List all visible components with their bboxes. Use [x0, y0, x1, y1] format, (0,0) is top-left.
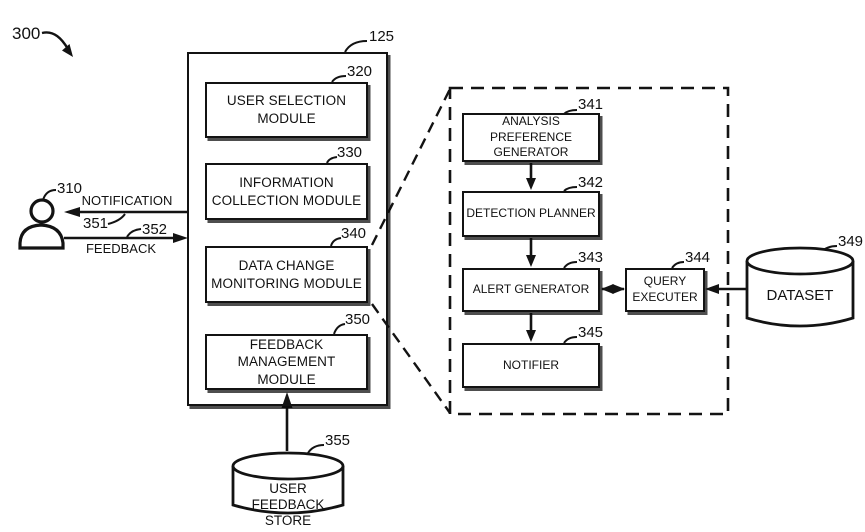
detection-planner-box: DETECTION PLANNER [462, 191, 600, 237]
dataset-to-query-arrow [705, 284, 747, 294]
ref-340: 340 [341, 225, 367, 242]
user-feedback-store-label: USER FEEDBACK STORE [251, 481, 325, 528]
ref-342: 342 [578, 174, 604, 191]
ref-351: 351 [83, 215, 109, 232]
person-icon [18, 198, 65, 250]
ref-320: 320 [347, 63, 373, 80]
dataset-label: DATASET [766, 287, 834, 304]
analysis-preference-generator-box: ANALYSIS PREFERENCE GENERATOR [462, 113, 600, 162]
ref-300: 300 [12, 24, 41, 43]
data-change-monitoring-module-box: DATA CHANGE MONITORING MODULE [205, 246, 368, 303]
ref-125: 125 [369, 28, 395, 45]
feedback-flow-label: FEEDBACK [85, 241, 157, 256]
ref-350: 350 [345, 311, 371, 328]
ref-330: 330 [337, 144, 363, 161]
ref-349: 349 [838, 233, 864, 250]
detail-dashed-box [448, 86, 730, 416]
alert-generator-box: ALERT GENERATOR [462, 268, 600, 312]
user-feedback-store-cylinder-icon [231, 451, 345, 515]
ref-341: 341 [578, 96, 604, 113]
alert-query-double-arrow [601, 284, 625, 294]
figure-ref-arrow [41, 31, 73, 57]
ref-343: 343 [578, 249, 604, 266]
feedback-arrow [64, 233, 188, 243]
query-executer-box: QUERY EXECUTER [625, 268, 705, 312]
ref-345: 345 [578, 324, 604, 341]
generator-to-planner-arrow [526, 163, 536, 190]
notifier-box: NOTIFIER [462, 343, 600, 388]
ref-344: 344 [685, 249, 711, 266]
feedback-management-module-box: FEEDBACK MANAGEMENT MODULE [205, 334, 368, 390]
ref-352: 352 [142, 221, 168, 238]
dataset-cylinder-icon [745, 246, 855, 328]
alert-to-notifier-arrow [526, 313, 536, 342]
ref-310: 310 [57, 180, 83, 197]
user-selection-module-box: USER SELECTION MODULE [205, 82, 368, 138]
expansion-lines [370, 88, 452, 414]
notification-arrow [64, 207, 187, 217]
main-system-box [187, 52, 388, 406]
ref-355: 355 [325, 432, 351, 449]
planner-to-alert-arrow [526, 238, 536, 267]
information-collection-module-box: INFORMATION COLLECTION MODULE [205, 163, 368, 220]
notification-flow-label: NOTIFICATION [81, 193, 173, 208]
